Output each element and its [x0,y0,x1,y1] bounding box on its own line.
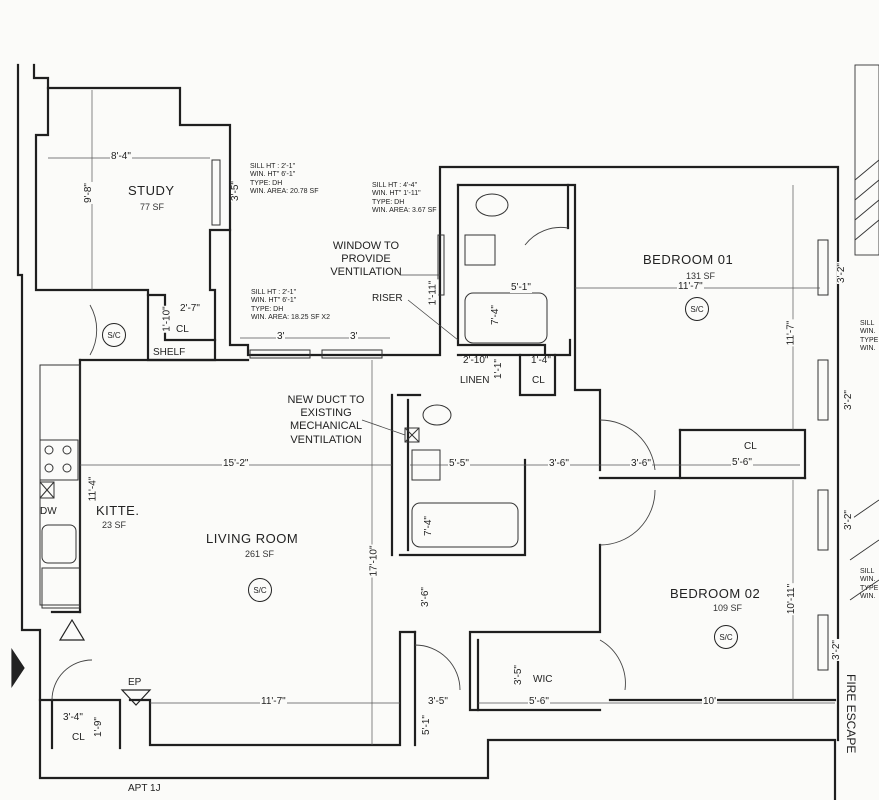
dim-wic-width: 5'-6" [528,696,550,707]
study-closet-label: CL [176,324,189,335]
dim-hall-1: 3'-6" [548,458,570,469]
apartment-label: APT 1J [128,783,161,794]
dim-kitchen-height: 11'-4" [87,475,99,503]
sc-marker: S/C [248,578,272,602]
dim-entry-closet-height: 1'-9" [92,716,104,738]
dim-entry-height: 5'-1" [420,714,432,736]
kitchen-counter [39,364,81,609]
dishwasher-label: DW [40,506,57,517]
dim-entry-width: 3'-5" [427,696,449,707]
dim-study-height: 9'-8" [82,182,94,204]
living-room-area: 261 SF [245,549,275,559]
dim-bath2-width: 5'-5" [448,458,470,469]
bedroom-01-area: 131 SF [686,271,716,281]
dim-bedroom1-window: 3'-2" [835,262,847,284]
dim-linen-height: 1'-1" [492,358,504,380]
door-swings [51,226,656,701]
dim-bedroom2-window-2: 3'-2" [830,639,842,661]
dim-living-window-2: 3' [349,331,359,342]
dim-bedroom1-height: 11'-7" [785,319,797,347]
linen-label: LINEN [460,375,490,386]
bedroom-02-name: BEDROOM 02 [670,586,761,601]
study-name: STUDY [128,183,175,198]
bedroom-02-area: 109 SF [713,603,743,613]
dim-bedroom1-width: 11'-7" [677,281,704,292]
dim-wic-height: 3'-5" [512,664,524,686]
dim-bedroom2-height: 10'-11" [786,582,798,616]
dim-closet-width: 2'-7" [179,303,201,314]
leader-lines [361,274,459,436]
dim-bath1-window: 1'-11" [427,279,439,307]
dim-living-window-1: 3' [276,331,286,342]
dim-bath1-height: 7'-4" [489,304,501,326]
dim-bedroom2-window: 3'-2" [842,509,854,531]
bedroom-closet-label: CL [744,441,757,452]
dim-bath2-height: 7'-4" [422,515,434,537]
sc-marker: S/C [102,323,126,347]
dim-bedroom1-window-2: 3'-2" [842,389,854,411]
edge-window-spec: SILL WIN. TYPE WIN. [860,320,879,353]
study-window-spec: SILL HT : 2'-1" WIN. HT" 6'-1" TYPE: DH … [250,163,319,196]
dim-study-width: 8'-4" [110,151,132,162]
kitchen-area: 23 SF [102,520,127,530]
sc-marker: S/C [714,625,738,649]
dim-closet-width-2: 1'-4" [530,355,552,366]
dim-study-window: 3'-5" [229,180,241,202]
dim-closet2-width: 5'-6" [731,457,753,468]
entry-markers [11,618,152,706]
entry-closet-label: CL [72,732,85,743]
dim-hall-3: 3'-6" [419,586,431,608]
shelf-label: SHELF [153,347,186,358]
dim-living-bottom: 11'-7" [260,696,287,707]
fire-escape-label: FIRE ESCAPE [844,674,858,754]
dim-entry-closet-width: 3'-4" [62,712,84,723]
dim-living-height: 17'-10" [368,544,380,578]
window-ventilation-note: WINDOW TO PROVIDE VENTILATION [330,240,402,279]
kitchen-name: KITTE. [96,503,140,518]
bath-window-spec: SILL HT : 4'-4" WIN. HT" 1'-11" TYPE: DH… [372,182,437,215]
study-area: 77 SF [140,202,165,212]
windows [211,159,829,671]
bedroom-01-name: BEDROOM 01 [643,252,734,267]
living-window-spec: SILL HT : 2'-1" WIN. HT" 6'-1" TYPE: DH … [251,289,330,322]
wic-label: WIC [533,674,553,685]
duct-note: NEW DUCT TO EXISTING MECHANICAL VENTILAT… [287,394,365,446]
dim-closet-height: 1'-10" [161,305,173,333]
living-room-name: LIVING ROOM [206,531,299,546]
edge-window-spec-2: SILL WIN. TYPE WIN. [860,568,879,601]
hall-closet-label: CL [532,375,545,386]
dim-bath1-width: 5'-1" [510,282,532,293]
fire-escape [849,64,879,601]
dim-hall-2: 3'-6" [630,458,652,469]
sc-marker: S/C [685,297,709,321]
dim-linen-width: 2'-10" [462,355,490,366]
dim-bedroom2-bottom: 10' [702,696,718,707]
dim-living-width: 15'-2" [222,458,250,469]
ep-label: EP [128,677,142,688]
riser-label: RISER [372,293,403,304]
